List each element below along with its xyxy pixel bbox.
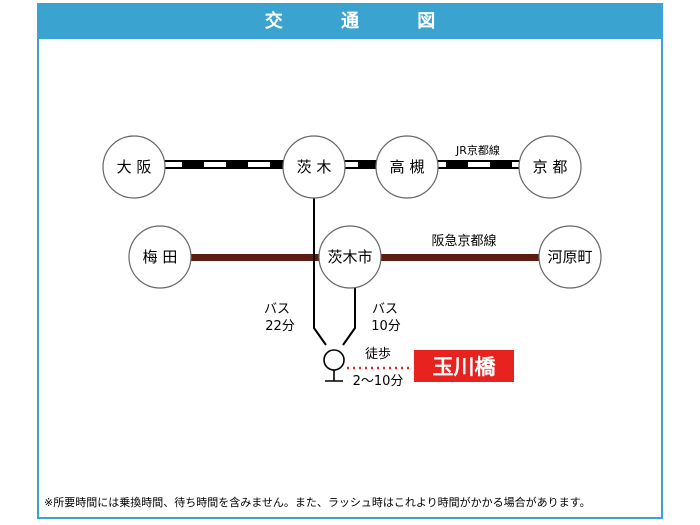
station-takatsuki: 高 槻 bbox=[375, 135, 439, 199]
destination-label: 玉川橋 bbox=[433, 355, 497, 379]
station-ibarakishi-label: 茨木市 bbox=[327, 248, 372, 266]
station-ibaraki: 茨 木 bbox=[282, 135, 346, 199]
diagram-title: 交 通 図 bbox=[39, 5, 661, 39]
station-osaka-label: 大 阪 bbox=[117, 158, 152, 176]
bus-left-mode: バス bbox=[264, 302, 290, 317]
jr-line bbox=[160, 160, 560, 169]
station-kyoto-label: 京 都 bbox=[533, 158, 568, 176]
bus-right-mode: バス bbox=[372, 302, 398, 317]
station-umeda-label: 梅 田 bbox=[143, 248, 178, 266]
bus-left-time: 22分 bbox=[265, 319, 295, 334]
bus-right-time: 10分 bbox=[371, 319, 401, 334]
station-kawaramachi: 河原町 bbox=[538, 225, 602, 289]
destination-badge: 玉川橋 bbox=[414, 350, 514, 382]
station-ibarakishi: 茨木市 bbox=[318, 225, 382, 289]
station-ibaraki-label: 茨 木 bbox=[297, 158, 332, 176]
jr-line-label: JR京都線 bbox=[455, 143, 500, 157]
bus-route-left bbox=[313, 195, 327, 346]
walk-mode: 徒歩 bbox=[365, 347, 391, 362]
station-kyoto: 京 都 bbox=[518, 135, 582, 199]
station-osaka: 大 阪 bbox=[102, 135, 166, 199]
footnote: ※所要時間には乗換時間、待ち時間を含みません。また、ラッシュ時はこれより時間がか… bbox=[44, 496, 591, 509]
station-takatsuki-label: 高 槻 bbox=[390, 158, 425, 176]
hankyu-line-label: 阪急京都線 bbox=[431, 233, 496, 249]
station-umeda: 梅 田 bbox=[128, 225, 192, 289]
station-kawaramachi-label: 河原町 bbox=[547, 248, 592, 266]
bus-route-right bbox=[342, 284, 356, 346]
bus-stop-icon bbox=[323, 349, 345, 382]
walk-time: 2〜10分 bbox=[353, 374, 404, 389]
